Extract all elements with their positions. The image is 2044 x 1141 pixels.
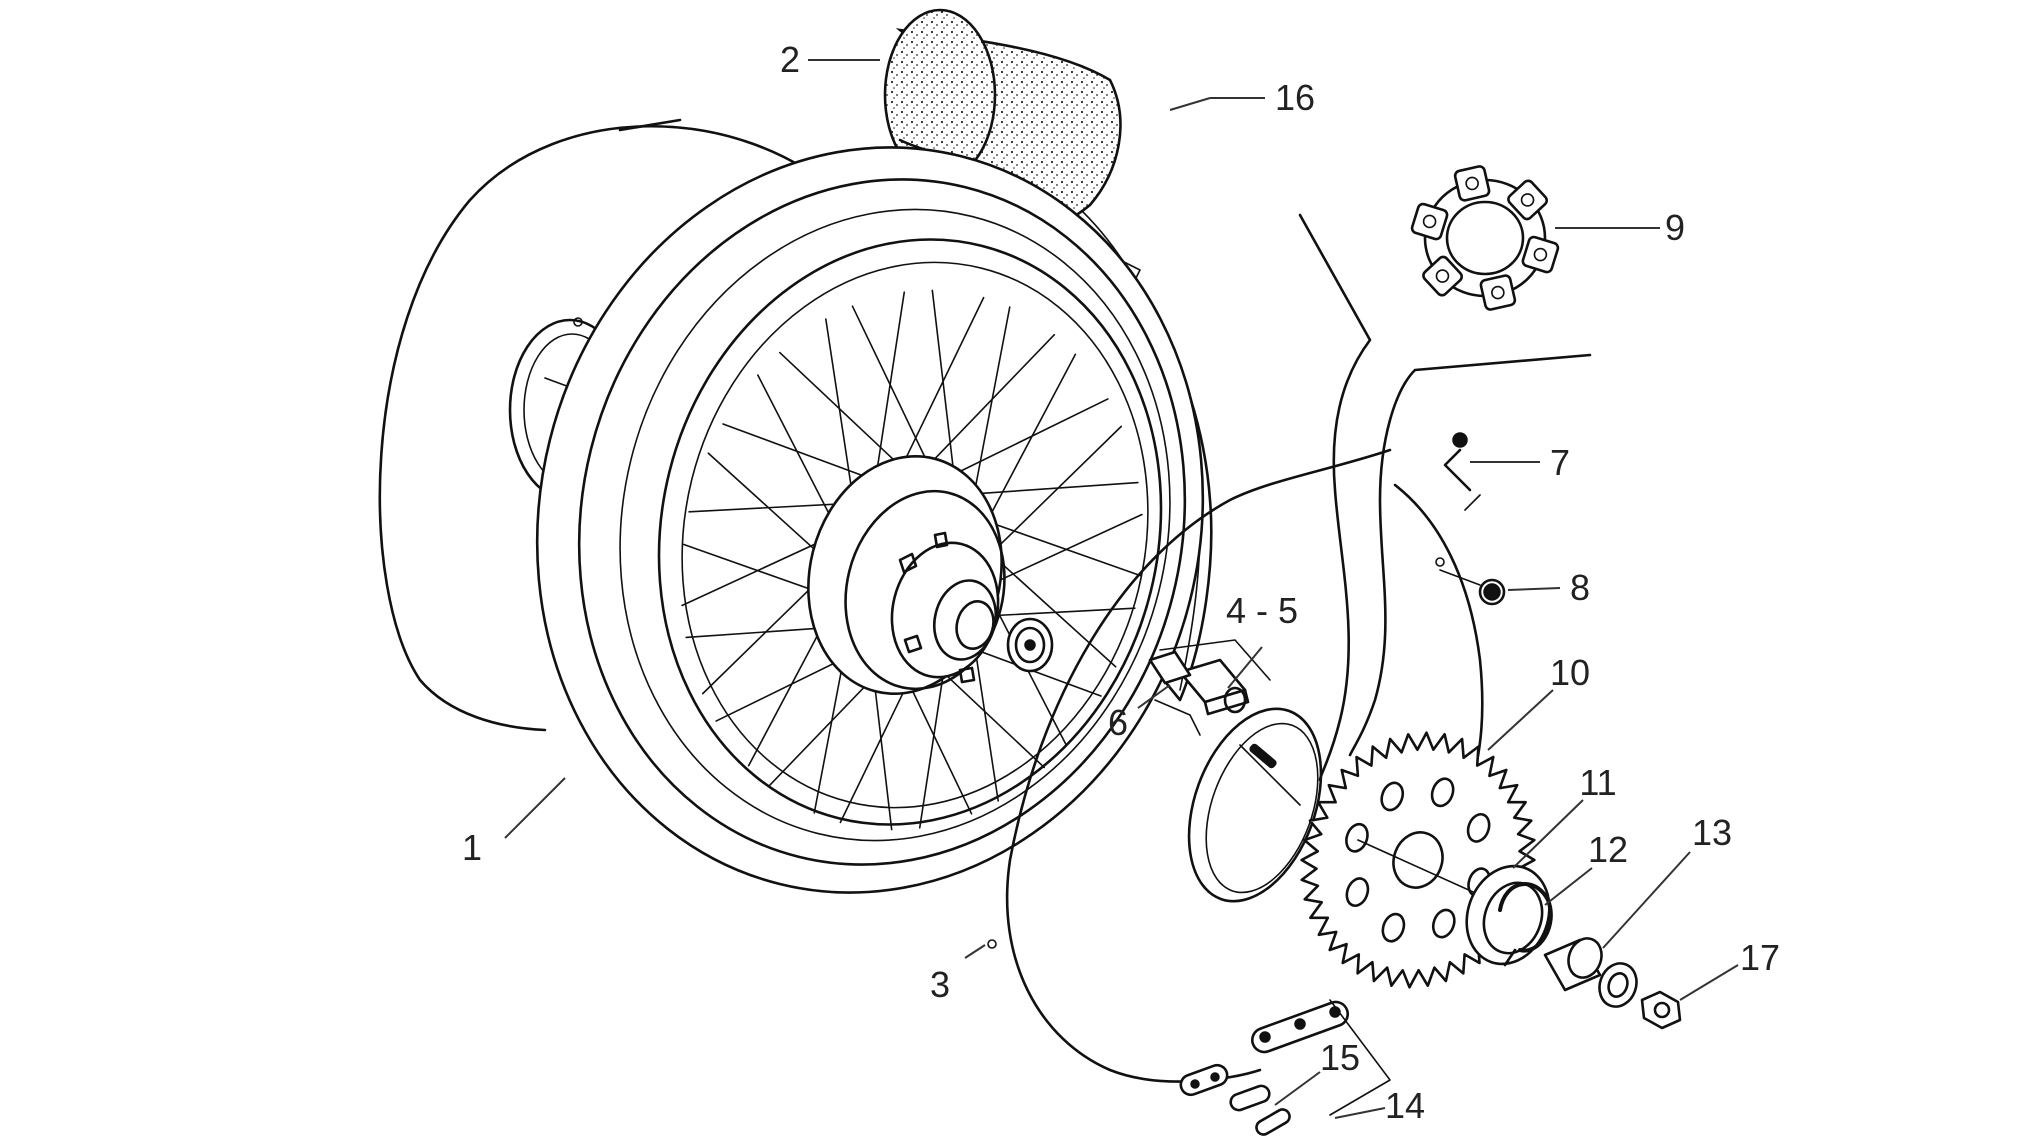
fastener-part-8 xyxy=(1439,569,1506,606)
cush-boss xyxy=(1422,255,1463,297)
callout-2: 2 xyxy=(780,39,800,80)
callout-7: 7 xyxy=(1550,442,1570,483)
spoke xyxy=(895,296,985,479)
cush-boss-hole xyxy=(1422,214,1437,229)
cush-boss-hole xyxy=(1435,269,1450,283)
sprocket-center-hole xyxy=(1392,831,1444,889)
spoke xyxy=(872,291,906,493)
callout-16: 16 xyxy=(1275,77,1315,118)
spoke xyxy=(851,305,935,476)
callout-13: 13 xyxy=(1692,812,1732,853)
spoke xyxy=(825,318,857,516)
spoke xyxy=(974,513,1143,593)
cush-boss xyxy=(1410,202,1449,241)
swingarm-outline xyxy=(1298,213,1592,782)
sprocket-bolt-hole xyxy=(1466,812,1491,843)
spoke xyxy=(778,351,910,475)
sprocket-bolt-hole xyxy=(1345,822,1369,853)
sprocket-bolt-hole xyxy=(1381,912,1406,943)
leader-lines xyxy=(504,59,1739,1119)
circlip-part-12 xyxy=(1498,882,1553,967)
callout-12: 12 xyxy=(1588,829,1628,870)
damper-blocks-part-4-5 xyxy=(1159,639,1271,716)
cush-boss xyxy=(1521,235,1560,274)
callout-1: 1 xyxy=(462,827,482,868)
spacer-part-13 xyxy=(1543,937,1638,1008)
callout-14: 14 xyxy=(1385,1085,1425,1126)
callout-17: 17 xyxy=(1740,937,1780,978)
sprocket-bolt-hole xyxy=(1430,777,1455,808)
callout-9: 9 xyxy=(1665,207,1685,248)
spoke xyxy=(943,398,1109,480)
spoke xyxy=(963,481,1139,496)
callout-10: 10 xyxy=(1550,652,1590,693)
callout-8: 8 xyxy=(1570,567,1590,608)
callout-11: 11 xyxy=(1579,762,1616,803)
spoke xyxy=(981,425,1123,563)
spoke xyxy=(980,353,1077,533)
spoke xyxy=(982,545,1117,668)
sprocket-bolt-hole xyxy=(1345,877,1370,908)
cush-boss xyxy=(1507,179,1548,221)
cush-boss-hole xyxy=(1533,247,1548,262)
spoke xyxy=(920,333,1056,474)
spoke xyxy=(976,517,1142,577)
cush-boss-hole xyxy=(1491,285,1505,300)
chain-link-part-14 xyxy=(1179,1000,1350,1097)
callout-6: 6 xyxy=(1108,702,1128,743)
cush-boss xyxy=(1479,274,1517,311)
fastener-part-7 xyxy=(1443,432,1481,511)
spacer-part-6 xyxy=(1148,650,1201,736)
callout-15: 15 xyxy=(1320,1037,1360,1078)
callout-4-5: 4 - 5 xyxy=(1226,590,1298,631)
axle-nut-part-17 xyxy=(1640,990,1682,1030)
callout-3: 3 xyxy=(930,964,950,1005)
sprocket-bolt-hole xyxy=(1380,781,1405,812)
cush-ring-inner xyxy=(1445,200,1525,276)
spoke xyxy=(722,423,886,485)
bearing-part-11 xyxy=(1465,864,1551,966)
spoke xyxy=(971,306,1011,507)
sprocket-bolt-hole xyxy=(1431,908,1456,939)
cush-boss-hole xyxy=(1520,193,1535,207)
wheel-hub xyxy=(807,455,1054,695)
callout-labels: 1 2 3 4 - 5 6 7 8 9 10 11 12 13 14 15 16… xyxy=(462,39,1780,1126)
cush-drive-part-9 xyxy=(1410,165,1560,311)
sprocket-carrier xyxy=(1187,707,1323,903)
spoke xyxy=(931,289,957,487)
cush-boss xyxy=(1453,165,1491,202)
chain-clip-part-15 xyxy=(1229,999,1391,1136)
cush-boss-hole xyxy=(1465,176,1479,191)
